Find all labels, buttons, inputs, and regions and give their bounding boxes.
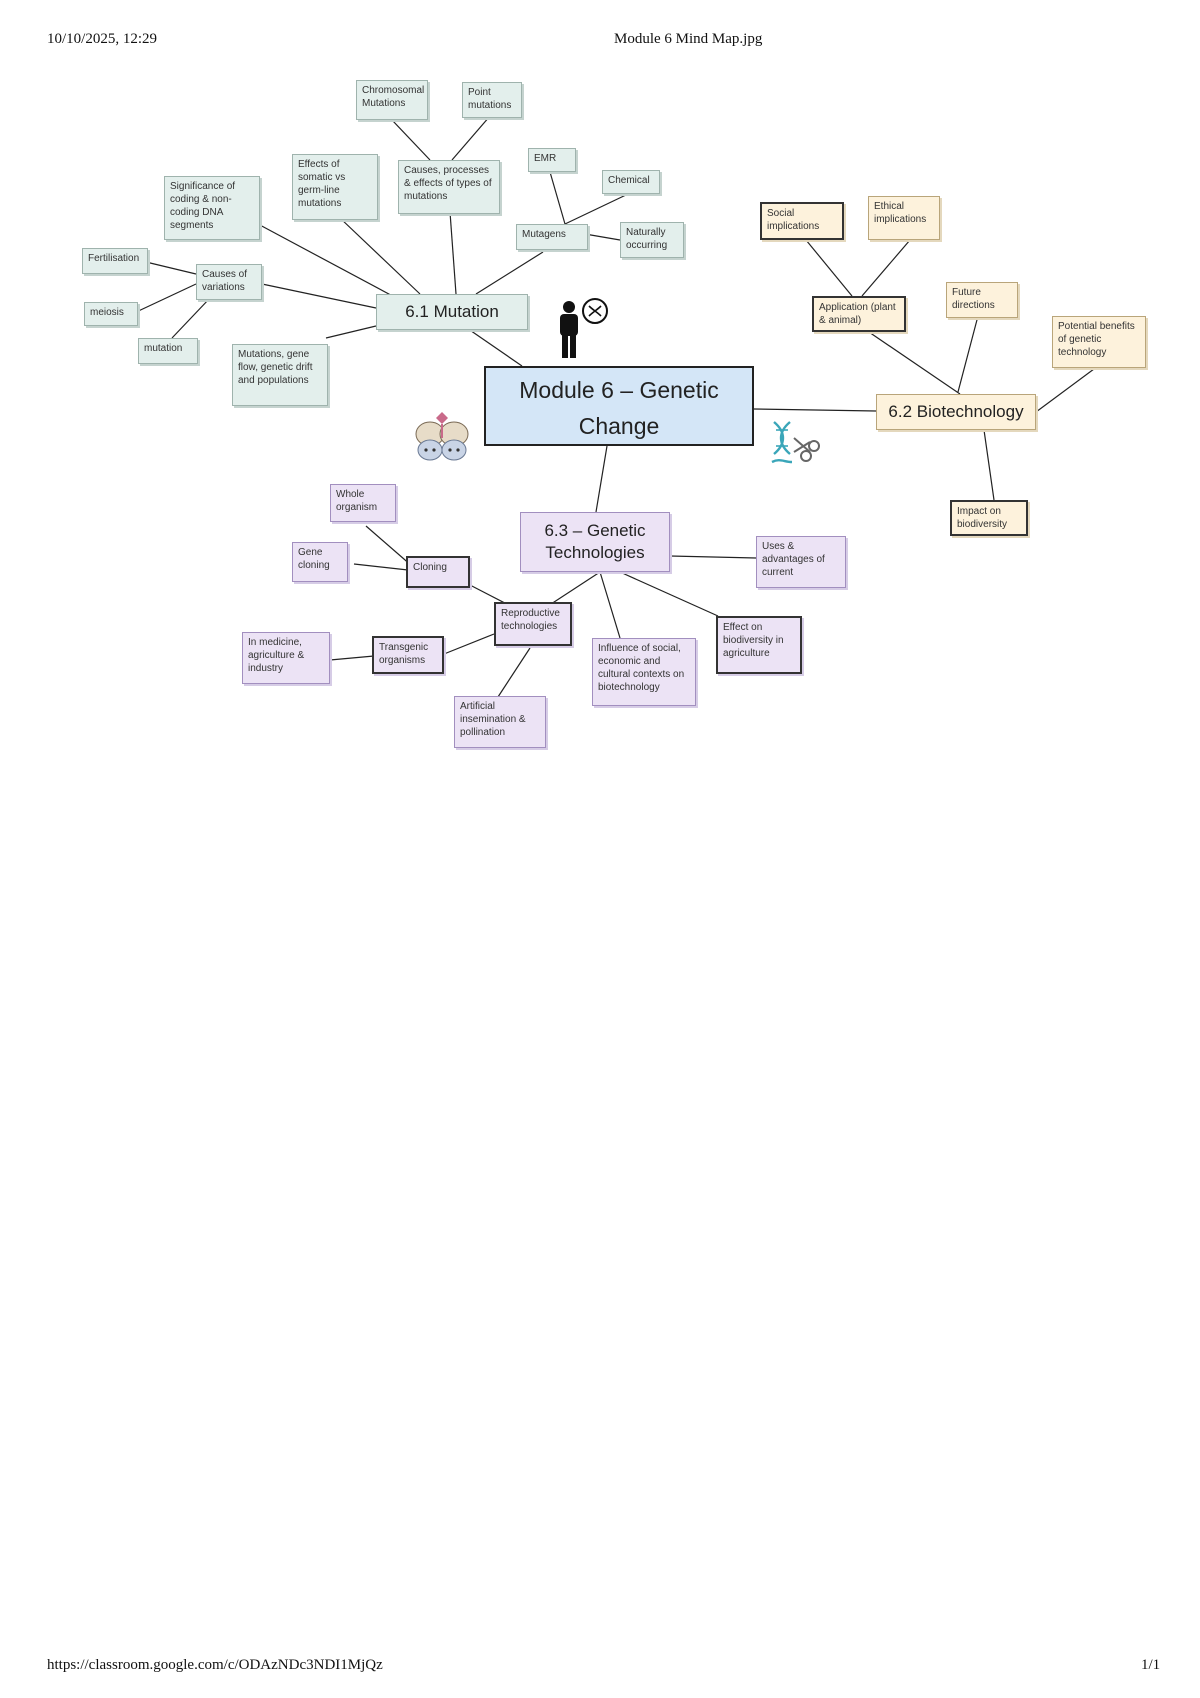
link-emr-mutagens <box>549 171 566 225</box>
link-gentech-uses <box>669 555 757 559</box>
link-meiosis-variation <box>131 283 197 315</box>
social-implications-node[interactable]: Social implications <box>760 202 844 240</box>
chromosomal-mutations-node[interactable]: Chromosomal Mutations <box>356 80 428 120</box>
link-mutation-leaf-variation <box>171 297 211 339</box>
chemical-node[interactable]: Chemical <box>602 170 660 194</box>
genetic-technologies-topic[interactable]: 6.3 – Genetic Technologies <box>520 512 670 572</box>
link-mutation-variation <box>261 283 377 309</box>
link-point-causes <box>451 115 491 161</box>
meiosis-node[interactable]: meiosis <box>84 302 138 326</box>
link-cloning-whole <box>365 525 413 567</box>
link-reproductive-artificial <box>495 647 531 701</box>
link-transgenic-medicine <box>329 655 375 661</box>
mutation-topic[interactable]: 6.1 Mutation <box>376 294 528 330</box>
mutation-leaf-node[interactable]: mutation <box>138 338 198 364</box>
link-biotech-future <box>957 315 979 393</box>
somatic-germline-node[interactable]: Effects of somatic vs germ-line mutation… <box>292 154 378 220</box>
sheep-icon <box>415 412 469 461</box>
cloning-node[interactable]: Cloning <box>406 556 470 588</box>
gene-cloning-node[interactable]: Gene cloning <box>292 542 348 582</box>
significance-dna-node[interactable]: Significance of coding & non-coding DNA … <box>164 176 260 240</box>
biotechnology-topic[interactable]: 6.2 Biotechnology <box>876 394 1036 430</box>
ethical-implications-node[interactable]: Ethical implications <box>868 196 940 240</box>
print-page-number: 1/1 <box>1141 1657 1161 1673</box>
medicine-agriculture-node[interactable]: In medicine, agriculture & industry <box>242 632 330 684</box>
link-gentech-reproductive <box>547 571 601 607</box>
link-chromosomal-causes <box>391 119 431 161</box>
link-mutation-causes <box>449 211 457 295</box>
causes-of-variations-node[interactable]: Causes of variations <box>196 264 262 300</box>
uses-advantages-node[interactable]: Uses & advantages of current <box>756 536 846 588</box>
future-directions-node[interactable]: Future directions <box>946 282 1018 318</box>
influence-contexts-node[interactable]: Influence of social, economic and cultur… <box>592 638 696 706</box>
link-cloning-gene <box>353 563 409 571</box>
application-node[interactable]: Application (plant & animal) <box>812 296 906 332</box>
person-icon <box>560 301 578 358</box>
link-central-biotech <box>753 408 877 412</box>
link-application-ethical <box>861 239 911 297</box>
impact-biodiversity-node[interactable]: Impact on biodiversity <box>950 500 1028 536</box>
transgenic-organisms-node[interactable]: Transgenic organisms <box>372 636 444 674</box>
reproductive-technologies-node[interactable]: Reproductive technologies <box>494 602 572 646</box>
link-mutation-mutagens <box>475 251 544 295</box>
artificial-insemination-node[interactable]: Artificial insemination & pollination <box>454 696 546 748</box>
print-datetime: 10/10/2025, 12:29 <box>47 31 158 47</box>
link-mutation-somatic <box>339 217 421 295</box>
dna-circle-icon <box>582 298 608 324</box>
link-biotech-benefits <box>1035 365 1099 413</box>
whole-organism-node[interactable]: Whole organism <box>330 484 396 522</box>
link-fertilisation-variation <box>145 261 197 275</box>
link-gentech-effect <box>619 571 719 617</box>
point-mutations-node[interactable]: Point mutations <box>462 82 522 118</box>
fertilisation-node[interactable]: Fertilisation <box>82 248 148 274</box>
link-mutation-significance <box>257 223 401 301</box>
print-title: Module 6 Mind Map.jpg <box>614 31 763 47</box>
effect-biodiversity-node[interactable]: Effect on biodiversity in agriculture <box>716 616 802 674</box>
emr-node[interactable]: EMR <box>528 148 576 172</box>
print-url[interactable]: https://classroom.google.com/c/ODAzNDc3N… <box>47 1657 383 1673</box>
link-gentech-influence <box>599 571 621 639</box>
populations-node[interactable]: Mutations, gene flow, genetic drift and … <box>232 344 328 406</box>
link-mutation-populations <box>325 325 377 339</box>
link-biotech-application <box>865 329 961 395</box>
link-biotech-biodiversity <box>983 429 995 501</box>
link-central-gentech <box>595 445 608 513</box>
mutagens-node[interactable]: Mutagens <box>516 224 588 250</box>
link-chemical-mutagens <box>564 193 629 225</box>
causes-processes-node[interactable]: Causes, processes & effects of types of … <box>398 160 500 214</box>
naturally-occurring-node[interactable]: Naturally occurring <box>620 222 684 258</box>
link-naturally-mutagens <box>584 233 621 241</box>
link-application-social <box>805 239 853 297</box>
link-reproductive-transgenic <box>443 633 495 655</box>
dna-scissors-icon <box>771 421 820 464</box>
potential-benefits-node[interactable]: Potential benefits of genetic technology <box>1052 316 1146 368</box>
central-topic[interactable]: Module 6 – Genetic Change <box>484 366 754 446</box>
